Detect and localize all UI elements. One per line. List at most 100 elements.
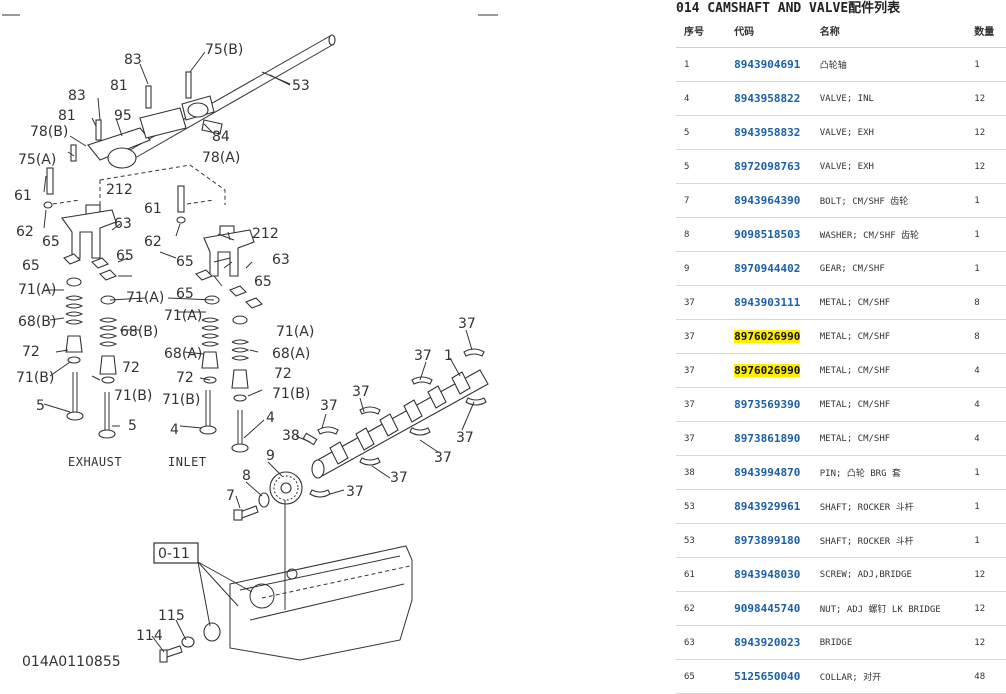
camshaft-bearings — [302, 348, 487, 498]
cell-seq: 37 — [676, 353, 727, 388]
callout: 68(B) — [18, 314, 56, 330]
cell-qty: 12 — [966, 625, 1006, 660]
callout: 62 — [16, 224, 34, 240]
cell-name: SHAFT; ROCKER 斗杆 — [811, 489, 967, 524]
cell-qty: 1 — [966, 251, 1006, 286]
cell-qty: 1 — [966, 183, 1006, 218]
callout: 37 — [320, 398, 338, 414]
part-code-link[interactable]: 8943929961 — [734, 500, 801, 513]
callout: 65 — [22, 258, 40, 274]
cell-qty: 48 — [966, 659, 1006, 694]
callout: 63 — [272, 252, 290, 268]
callout: 4 — [170, 422, 179, 438]
subassembly-label: 0-11 — [158, 546, 190, 562]
callout: 78(A) — [202, 150, 240, 166]
callout: 83 — [68, 88, 86, 104]
callout: 65 — [42, 234, 60, 250]
part-code-link[interactable]: 8943920023 — [734, 636, 801, 649]
cell-name: GEAR; CM/SHF — [811, 251, 967, 286]
part-code-link[interactable]: 8943994870 — [734, 466, 801, 479]
callout: 71(B) — [114, 388, 152, 404]
cell-seq: 5 — [676, 115, 727, 150]
inlet-label: INLET — [168, 455, 207, 469]
exploded-diagram: 83 75(B) 53 81 83 95 84 78(B) 78(A) 81 7… — [2, 14, 498, 670]
part-code-link[interactable]: 8973569390 — [734, 398, 801, 411]
cell-seq: 38 — [676, 455, 727, 490]
callout: 61 — [14, 188, 32, 204]
callout: 37 — [414, 348, 432, 364]
part-code-link[interactable]: 5125650040 — [734, 670, 801, 683]
cell-qty: 1 — [966, 47, 1006, 82]
callout: 37 — [390, 470, 408, 486]
callout: 71(B) — [272, 386, 310, 402]
cell-qty: 12 — [966, 81, 1006, 116]
cell-name: VALVE; EXH — [811, 149, 967, 184]
callout: 65 — [116, 248, 134, 264]
part-code-link[interactable]: 8943958832 — [734, 126, 801, 139]
part-code-link[interactable]: 8943958822 — [734, 92, 801, 105]
callout: 68(A) — [164, 346, 202, 362]
part-code-link[interactable]: 8943903111 — [734, 296, 801, 309]
part-code-link[interactable]: 8973861890 — [734, 432, 801, 445]
callout: 8 — [242, 468, 251, 484]
header-name: 名称 — [811, 14, 967, 48]
part-code-link[interactable]: 9098445740 — [734, 602, 801, 615]
callout: 68(B) — [120, 324, 158, 340]
cell-name: WASHER; CM/SHF 齿轮 — [811, 217, 967, 252]
callout: 71(A) — [126, 290, 164, 306]
parts-list-title: 014 CAMSHAFT AND VALVE配件列表 — [676, 1, 901, 16]
diagram-code: 014A0110855 — [22, 654, 121, 670]
part-code-link[interactable]: 8973899180 — [734, 534, 801, 547]
cell-name: SCREW; ADJ,BRIDGE — [811, 557, 967, 592]
cell-name: BRIDGE — [811, 625, 967, 660]
part-code-link-highlighted[interactable]: 8976026990 — [734, 364, 801, 377]
cell-seq: 7 — [676, 183, 727, 218]
part-code-link[interactable]: 8943948030 — [734, 568, 801, 581]
engine-block — [159, 500, 413, 663]
callout: 114 — [136, 628, 163, 644]
cell-seq: 37 — [676, 421, 727, 456]
part-code-link[interactable]: 8970944402 — [734, 262, 801, 275]
callout: 212 — [106, 182, 133, 198]
cell-qty: 12 — [966, 591, 1006, 626]
callout: 63 — [114, 216, 132, 232]
part-code-link-highlighted[interactable]: 8976026990 — [734, 330, 801, 343]
callout: 65 — [176, 254, 194, 270]
callout: 95 — [114, 108, 132, 124]
cell-name: METAL; CM/SHF — [811, 285, 967, 320]
callout: 4 — [266, 410, 275, 426]
cell-seq: 37 — [676, 387, 727, 422]
part-code-link[interactable]: 8972098763 — [734, 160, 801, 173]
cell-name: METAL; CM/SHF — [811, 319, 967, 354]
cell-seq: 37 — [676, 285, 727, 320]
cell-seq: 1 — [676, 47, 727, 82]
callout: 75(B) — [205, 42, 243, 58]
cell-qty: 4 — [966, 421, 1006, 456]
callout: 37 — [456, 430, 474, 446]
cell-name: SHAFT; ROCKER 斗杆 — [811, 523, 967, 558]
callout: 38 — [282, 428, 300, 444]
part-code-link[interactable]: 8943904691 — [734, 58, 801, 71]
callout: 212 — [252, 226, 279, 242]
part-code-link[interactable]: 8943964390 — [734, 194, 801, 207]
cell-name: METAL; CM/SHF — [811, 387, 967, 422]
part-code-link[interactable]: 9098518503 — [734, 228, 801, 241]
callout: 72 — [22, 344, 40, 360]
callout: 72 — [274, 366, 292, 382]
header-seq: 序号 — [676, 14, 727, 48]
callout: 72 — [122, 360, 140, 376]
cell-seq: 53 — [676, 523, 727, 558]
exhaust-label: EXHAUST — [68, 455, 122, 469]
cell-seq: 5 — [676, 149, 727, 184]
cell-name: COLLAR; 对开 — [811, 659, 967, 694]
callout: 37 — [434, 450, 452, 466]
